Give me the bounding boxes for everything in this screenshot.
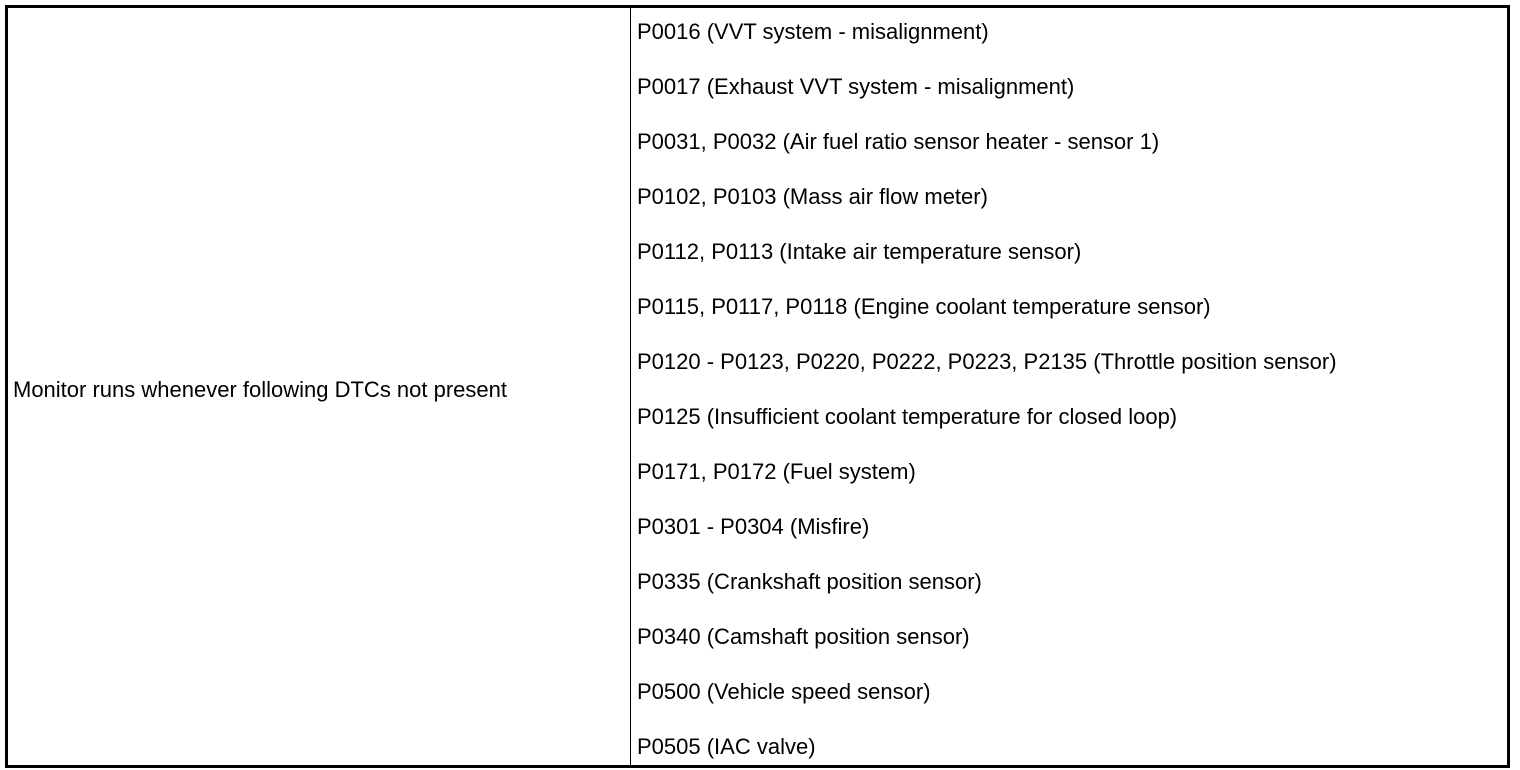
dtc-table: Monitor runs whenever following DTCs not… (5, 5, 1510, 768)
dtc-item: P0301 - P0304 (Misfire) (637, 514, 870, 539)
dtc-list-cell: P0016 (VVT system - misalignment) P0017 … (631, 8, 1507, 765)
dtc-item: P0340 (Camshaft position sensor) (637, 624, 970, 649)
dtc-item: P0031, P0032 (Air fuel ratio sensor heat… (637, 129, 1160, 154)
dtc-item: P0017 (Exhaust VVT system - misalignment… (637, 74, 1075, 99)
dtc-item: P0125 (Insufficient coolant temperature … (637, 404, 1178, 429)
dtc-item: P0505 (IAC valve) (637, 734, 816, 759)
condition-label: Monitor runs whenever following DTCs not… (13, 377, 508, 402)
dtc-item: P0335 (Crankshaft position sensor) (637, 569, 982, 594)
dtc-item: P0120 - P0123, P0220, P0222, P0223, P213… (637, 349, 1337, 374)
dtc-item: P0016 (VVT system - misalignment) (637, 19, 989, 44)
condition-cell: Monitor runs whenever following DTCs not… (8, 8, 631, 765)
dtc-item: P0500 (Vehicle speed sensor) (637, 679, 931, 704)
dtc-item: P0171, P0172 (Fuel system) (637, 459, 916, 484)
dtc-item: P0102, P0103 (Mass air flow meter) (637, 184, 988, 209)
dtc-item: P0115, P0117, P0118 (Engine coolant temp… (637, 294, 1211, 319)
dtc-item: P0112, P0113 (Intake air temperature sen… (637, 239, 1082, 264)
